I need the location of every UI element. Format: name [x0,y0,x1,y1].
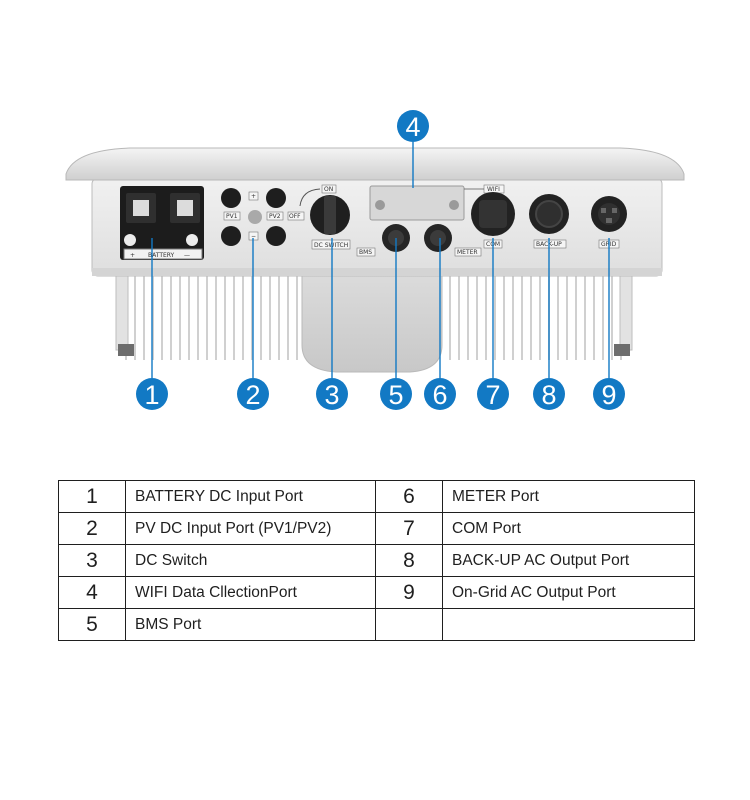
mounting-bracket-right [614,267,633,356]
legend-number: 5 [58,608,126,641]
meter-label: METER [457,249,478,256]
inverter-lid [65,147,685,181]
svg-text:3: 3 [324,380,339,410]
heatsink-fins [125,272,622,360]
svg-text:6: 6 [432,380,447,410]
dc-switch: ON OFF DC SWITCH [287,184,351,250]
callout-5: 5 [380,378,412,410]
callout-3: 3 [316,378,348,410]
legend-description: DC Switch [125,544,376,577]
legend-number: 4 [58,576,126,609]
legend-row: 5 BMS Port [58,608,695,641]
legend-row: 4 WIFI Data CllectionPort 9 On-Grid AC O… [58,576,695,609]
callouts: 1 2 3 4 5 6 7 8 [136,110,625,410]
svg-text:9: 9 [601,380,616,410]
legend-row: 1 BATTERY DC Input Port 6 METER Port [58,480,695,513]
legend-description: METER Port [442,480,695,513]
callout-8: 8 [533,378,565,410]
pv-minus-label: − [251,233,256,240]
legend-description: PV DC Input Port (PV1/PV2) [125,512,376,545]
svg-text:1: 1 [144,380,159,410]
battery-plus-label: + [130,252,135,259]
wifi-label: WIFI [487,186,500,193]
bms-label: BMS [359,249,372,256]
mounting-bracket-left [115,267,134,356]
svg-text:2: 2 [245,380,260,410]
dc-switch-label: DC SWITCH [314,242,348,249]
legend-number: 3 [58,544,126,577]
meter-port: METER [424,224,482,257]
inverter-diagram: + BATTERY — PV1 PV2 + − ON OFF DC SWITCH [65,110,685,410]
legend-description [442,608,695,641]
legend-number: 8 [375,544,443,577]
switch-on-label: ON [324,186,333,193]
legend-description: COM Port [442,512,695,545]
legend-number: 1 [58,480,126,513]
legend-description: WIFI Data CllectionPort [125,576,376,609]
battery-minus-label: — [184,252,190,259]
legend-number [375,608,443,641]
callout-1: 1 [136,378,168,410]
port-legend-table: 1 BATTERY DC Input Port 6 METER Port 2 P… [58,480,695,641]
callout-2: 2 [237,378,269,410]
wifi-module: WIFI [369,184,505,221]
legend-description: BMS Port [125,608,376,641]
legend-row: 2 PV DC Input Port (PV1/PV2) 7 COM Port [58,512,695,545]
legend-row: 3 DC Switch 8 BACK-UP AC Output Port [58,544,695,577]
svg-text:4: 4 [405,112,420,142]
leader-lines [151,142,610,378]
legend-description: BATTERY DC Input Port [125,480,376,513]
legend-number: 2 [58,512,126,545]
callout-6: 6 [424,378,456,410]
pv1-label: PV1 [226,213,238,220]
legend-description: BACK-UP AC Output Port [442,544,695,577]
pv2-label: PV2 [269,213,281,220]
pv-plus-label: + [251,193,256,200]
battery-label: BATTERY [148,252,175,259]
legend-description: On-Grid AC Output Port [442,576,695,609]
callout-7: 7 [477,378,509,410]
svg-text:5: 5 [388,380,403,410]
legend-number: 9 [375,576,443,609]
pv-port: PV1 PV2 + − [221,188,286,246]
switch-off-label: OFF [289,213,301,220]
battery-port: + BATTERY — [120,186,204,260]
svg-text:8: 8 [541,380,556,410]
fan-housing [301,269,443,373]
legend-number: 7 [375,512,443,545]
callout-4: 4 [397,110,429,142]
callout-9: 9 [593,378,625,410]
svg-text:7: 7 [485,380,500,410]
legend-number: 6 [375,480,443,513]
